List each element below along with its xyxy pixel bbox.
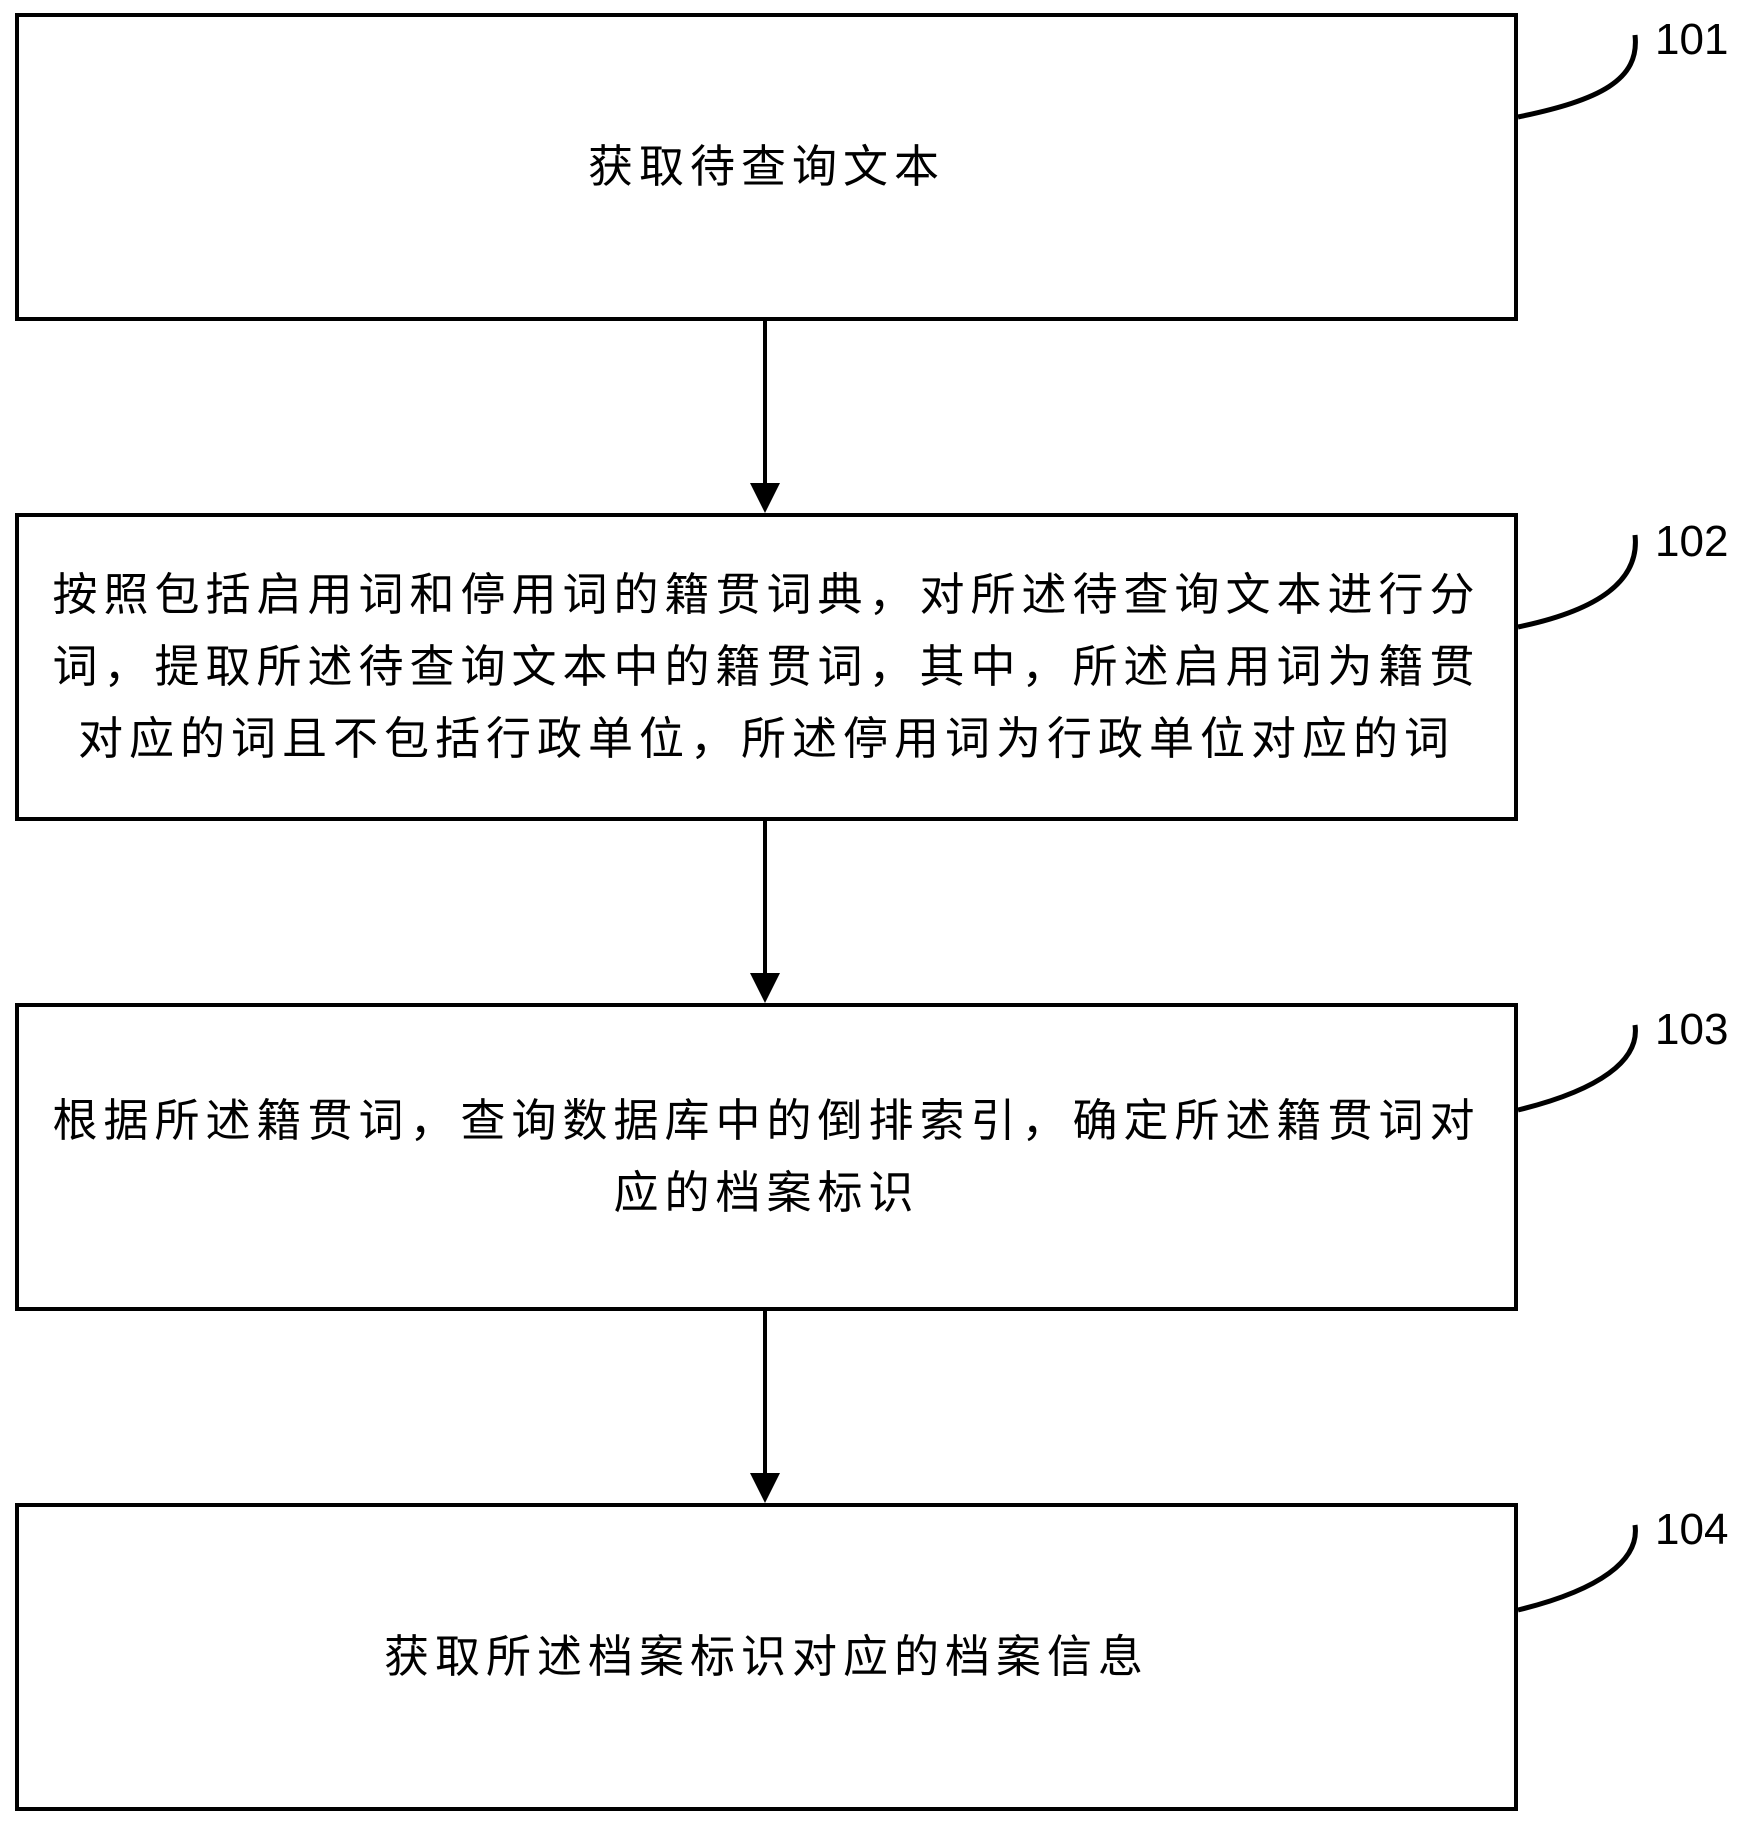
step-box-102: 按照包括启用词和停用词的籍贯词典，对所述待查询文本进行分词，提取所述待查询文本中… [15,513,1518,821]
step-text-103: 根据所述籍贯词，查询数据库中的倒排索引，确定所述籍贯词对应的档案标识 [52,1094,1481,1219]
reference-numeral-102: 102 [1655,517,1729,566]
step-text-101: 获取待查询文本 [587,140,945,193]
arrowhead-icon [750,973,780,1003]
step-box-101: 获取待查询文本 [15,13,1518,321]
leader-line-102 [1517,534,1638,630]
arrowhead-icon [750,1473,780,1503]
reference-numeral-103: 103 [1655,1005,1729,1054]
flow-arrow-101-102 [750,321,780,513]
step-text-102: 按照包括启用词和停用词的籍贯词典，对所述待查询文本进行分词，提取所述待查询文本中… [52,568,1481,765]
flow-arrow-103-104 [750,1311,780,1503]
leader-line-101 [1517,34,1638,120]
flow-arrow-102-103 [750,821,780,1003]
step-text-104: 获取所述档案标识对应的档案信息 [383,1630,1149,1683]
step-box-104: 获取所述档案标识对应的档案信息 [15,1503,1518,1811]
leader-line-104 [1517,1524,1638,1613]
reference-numeral-101: 101 [1655,15,1729,64]
reference-numeral-104: 104 [1655,1505,1729,1554]
leader-line-103 [1517,1024,1638,1113]
arrowhead-icon [750,483,780,513]
step-box-103: 根据所述籍贯词，查询数据库中的倒排索引，确定所述籍贯词对应的档案标识 [15,1003,1518,1311]
